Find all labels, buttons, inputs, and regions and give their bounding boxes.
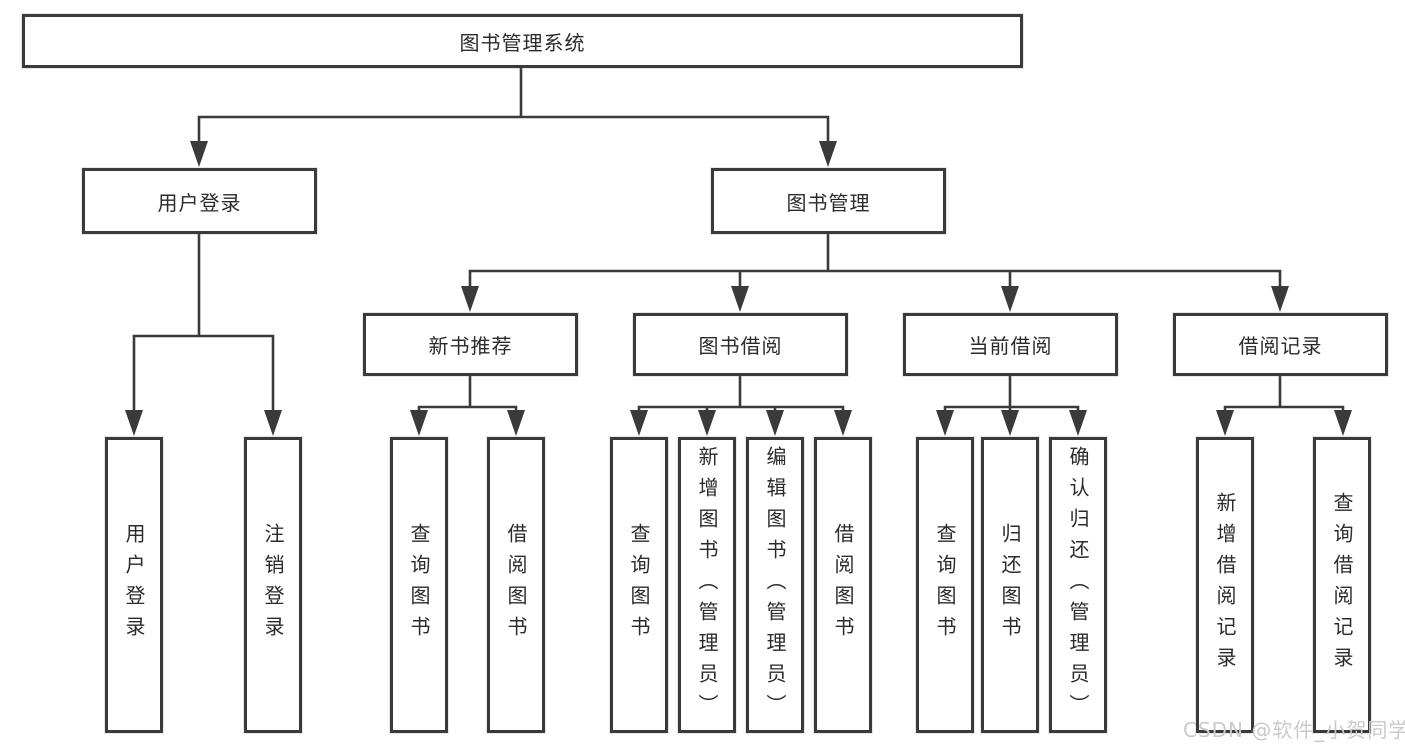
node-library-management-system: 图书管理系统 [22,14,1023,68]
connector-current-borrow-children [936,374,1087,436]
arrowhead-down-icon [698,410,716,436]
node-label: 新增图书（管理员） [695,445,719,725]
arrowhead-down-icon [1001,286,1019,312]
node-label: 查询图书 [933,523,957,647]
node-label: 图书借阅 [698,334,783,358]
node-label: 新增借阅记录 [1213,492,1237,678]
connector-borrow-records-children [1216,374,1352,436]
connector-user-login-children [125,232,282,436]
arrowhead-down-icon [1069,410,1087,436]
csdn-watermark: CSDN @软件_小贺同学 [1183,718,1405,742]
node-label: 新书推荐 [428,334,513,358]
node-label: 借阅图书 [504,523,528,647]
arrowhead-down-icon [936,410,954,436]
arrowhead-down-icon [834,410,852,436]
arrowhead-down-icon [766,410,784,436]
node-label: 查询图书 [627,523,651,647]
arrowhead-down-icon [1001,410,1019,436]
leaf-confirm-return-admin: 确认归还（管理员） [1049,437,1107,733]
node-label: 图书管理系统 [459,30,586,55]
node-label: 查询图书 [407,523,431,647]
arrowhead-down-icon [1271,286,1289,312]
leaf-query-books-borrow: 查询图书 [610,437,668,733]
node-label: 用户登录 [157,190,242,215]
leaf-logout: 注销登录 [244,437,302,733]
arrowhead-down-icon [1334,410,1352,436]
node-label: 借阅图书 [831,523,855,647]
leaf-return-book: 归还图书 [981,437,1039,733]
arrowhead-down-icon [461,286,479,312]
leaf-query-books-current: 查询图书 [916,437,974,733]
node-label: 归还图书 [998,523,1022,647]
node-current-borrow: 当前借阅 [903,313,1118,376]
node-label: 图书管理 [786,190,871,215]
node-label: 确认归还（管理员） [1066,445,1090,725]
arrowhead-down-icon [507,410,525,436]
arrowhead-down-icon [731,286,749,312]
connector-root-to-level2 [190,66,837,167]
node-user-login-group: 用户登录 [82,168,317,234]
leaf-user-login: 用户登录 [105,437,163,733]
arrowhead-down-icon [264,410,282,436]
connector-book-management-children [461,232,1289,312]
node-book-management-group: 图书管理 [711,168,946,234]
node-label: 借阅记录 [1238,334,1323,358]
leaf-add-book-admin: 新增图书（管理员） [678,437,736,733]
node-label: 查询借阅记录 [1330,492,1354,678]
node-label: 用户登录 [122,523,146,647]
node-label: 当前借阅 [968,334,1053,358]
arrowhead-down-icon [125,410,143,436]
leaf-borrow-books: 借阅图书 [814,437,872,733]
connector-new-book-recommend-children [410,374,525,436]
leaf-query-borrow-record: 查询借阅记录 [1313,437,1371,733]
node-label: 编辑图书（管理员） [763,445,787,725]
node-borrow-records: 借阅记录 [1173,313,1388,376]
node-book-borrow: 图书借阅 [633,313,848,376]
arrowhead-down-icon [410,410,428,436]
arrowhead-down-icon [819,141,837,167]
connector-book-borrow-children [630,374,852,436]
arrowhead-down-icon [630,410,648,436]
leaf-add-borrow-record: 新增借阅记录 [1196,437,1254,733]
node-label: 注销登录 [261,523,285,647]
leaf-edit-book-admin: 编辑图书（管理员） [746,437,804,733]
arrowhead-down-icon [1216,410,1234,436]
arrowhead-down-icon [190,141,208,167]
leaf-query-books-recommend: 查询图书 [390,437,448,733]
node-new-book-recommend: 新书推荐 [363,313,578,376]
leaf-borrow-books-recommend: 借阅图书 [487,437,545,733]
